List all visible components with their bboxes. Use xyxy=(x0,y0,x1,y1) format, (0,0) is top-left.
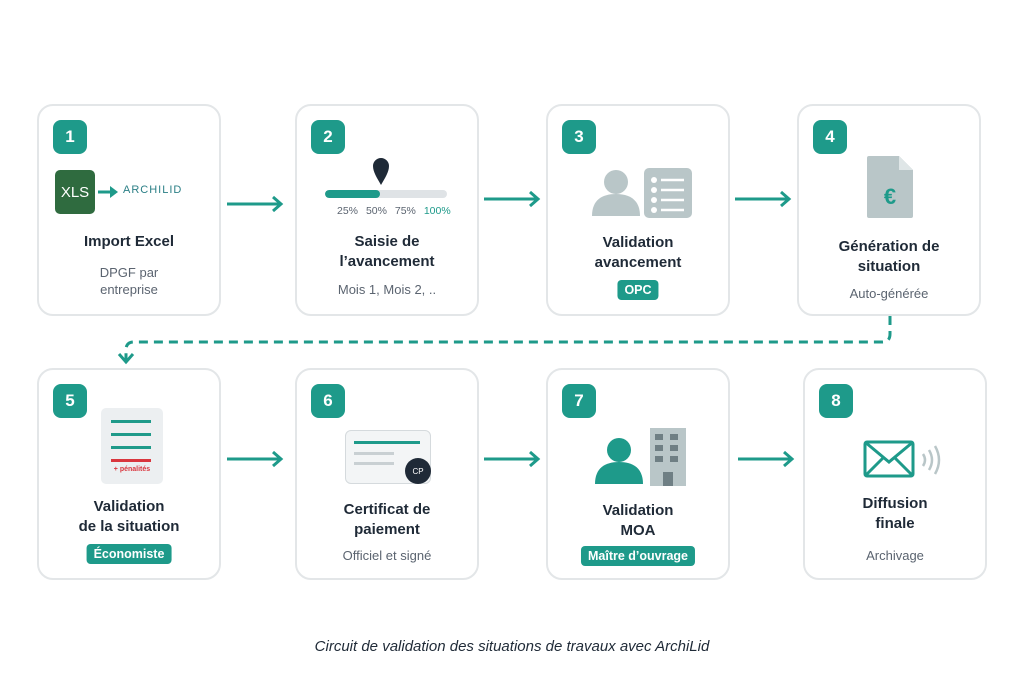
slider-handle-icon xyxy=(373,158,389,185)
dashed-connector-arrow xyxy=(117,316,892,365)
step-card-2: 2 25% 50% 75% 100% Saisie de l’avancemen… xyxy=(295,104,479,316)
step-card-3: 3 Validation avancement OPC xyxy=(546,104,730,316)
xls-label: XLS xyxy=(60,183,90,201)
envelope-icon xyxy=(863,440,915,478)
progress-bar xyxy=(325,190,447,198)
step-title-line2: finale xyxy=(875,515,915,532)
arrow-right-icon xyxy=(227,450,284,468)
step-number: 4 xyxy=(813,120,847,154)
broadcast-waves-icon xyxy=(921,445,941,475)
step-title-line2: avancement xyxy=(594,254,682,271)
role-badge: OPC xyxy=(617,280,659,300)
stamp-seal-icon: CP xyxy=(405,458,431,484)
user-icon xyxy=(592,170,640,216)
step-title-line1: Validation xyxy=(602,502,674,519)
penalties-note: + pénalités xyxy=(113,466,151,473)
step-card-8: 8 Diffusion finale Archivage xyxy=(803,368,987,580)
step-subtitle: Officiel et signé xyxy=(342,548,432,563)
tick-label: 50% xyxy=(365,205,387,217)
progress-ticks: 25% 50% 75% 100% xyxy=(337,205,451,217)
tick-label: 75% xyxy=(394,205,416,217)
step-subtitle: Archivage xyxy=(866,548,924,563)
step-subtitle-line2: entreprise xyxy=(100,282,158,297)
step-number: 7 xyxy=(562,384,596,418)
step-title-line1: Validation xyxy=(602,234,674,251)
step-card-1: 1 XLS ARCHILID Import Excel DPGF par ent… xyxy=(37,104,221,316)
step-title-line2: situation xyxy=(857,258,921,275)
step-title-line1: Diffusion xyxy=(862,495,928,512)
tick-label: 25% xyxy=(337,205,359,217)
step-title-line1: Certificat de xyxy=(343,501,431,518)
step-number: 2 xyxy=(311,120,345,154)
step-title: Import Excel xyxy=(83,233,175,250)
step-card-7: 7 Validation MOA Maître d’ouvrage xyxy=(546,368,730,580)
step-title-line1: Validation xyxy=(93,498,165,515)
arrow-right-icon xyxy=(738,450,795,468)
step-card-5: 5 + pénalités Validation de la situation… xyxy=(37,368,221,580)
arrow-right-icon xyxy=(227,195,284,213)
step-number: 1 xyxy=(53,120,87,154)
document-penalties-icon: + pénalités xyxy=(101,408,163,484)
step-title-line2: MOA xyxy=(620,522,656,539)
role-badge: Maître d’ouvrage xyxy=(580,546,696,566)
arrow-right-icon xyxy=(484,450,541,468)
diagram-caption: Circuit de validation des situations de … xyxy=(314,638,710,655)
building-icon xyxy=(650,428,686,486)
step-card-4: 4 € Génération de situation Auto-générée xyxy=(797,104,981,316)
step-title-line2: paiement xyxy=(354,521,420,538)
arrow-right-icon xyxy=(98,186,118,198)
step-title-line1: Génération de xyxy=(838,238,940,255)
checklist-icon xyxy=(644,168,692,218)
step-title-line1: Saisie de xyxy=(354,233,420,250)
xls-icon: XLS xyxy=(55,170,95,214)
step-card-6: 6 CP Certificat de paiement Officiel et … xyxy=(295,368,479,580)
arrow-right-icon xyxy=(484,190,541,208)
step-number: 6 xyxy=(311,384,345,418)
tick-label: 100% xyxy=(423,205,451,217)
step-title-line2: l’avancement xyxy=(339,253,435,270)
step-subtitle: Auto-générée xyxy=(849,286,929,301)
step-number: 3 xyxy=(562,120,596,154)
archilid-logo: ARCHILID xyxy=(123,184,183,196)
step-subtitle-line1: DPGF par xyxy=(99,265,159,280)
euro-symbol: € xyxy=(883,184,897,209)
step-number: 5 xyxy=(53,384,87,418)
step-title-line2: de la situation xyxy=(78,518,180,535)
role-badge: Économiste xyxy=(86,544,172,564)
step-subtitle: Mois 1, Mois 2, .. xyxy=(337,282,437,297)
arrow-right-icon xyxy=(735,190,792,208)
user-icon xyxy=(595,438,643,484)
progress-fill xyxy=(325,190,380,198)
step-number: 8 xyxy=(819,384,853,418)
invoice-document-icon xyxy=(867,156,913,218)
